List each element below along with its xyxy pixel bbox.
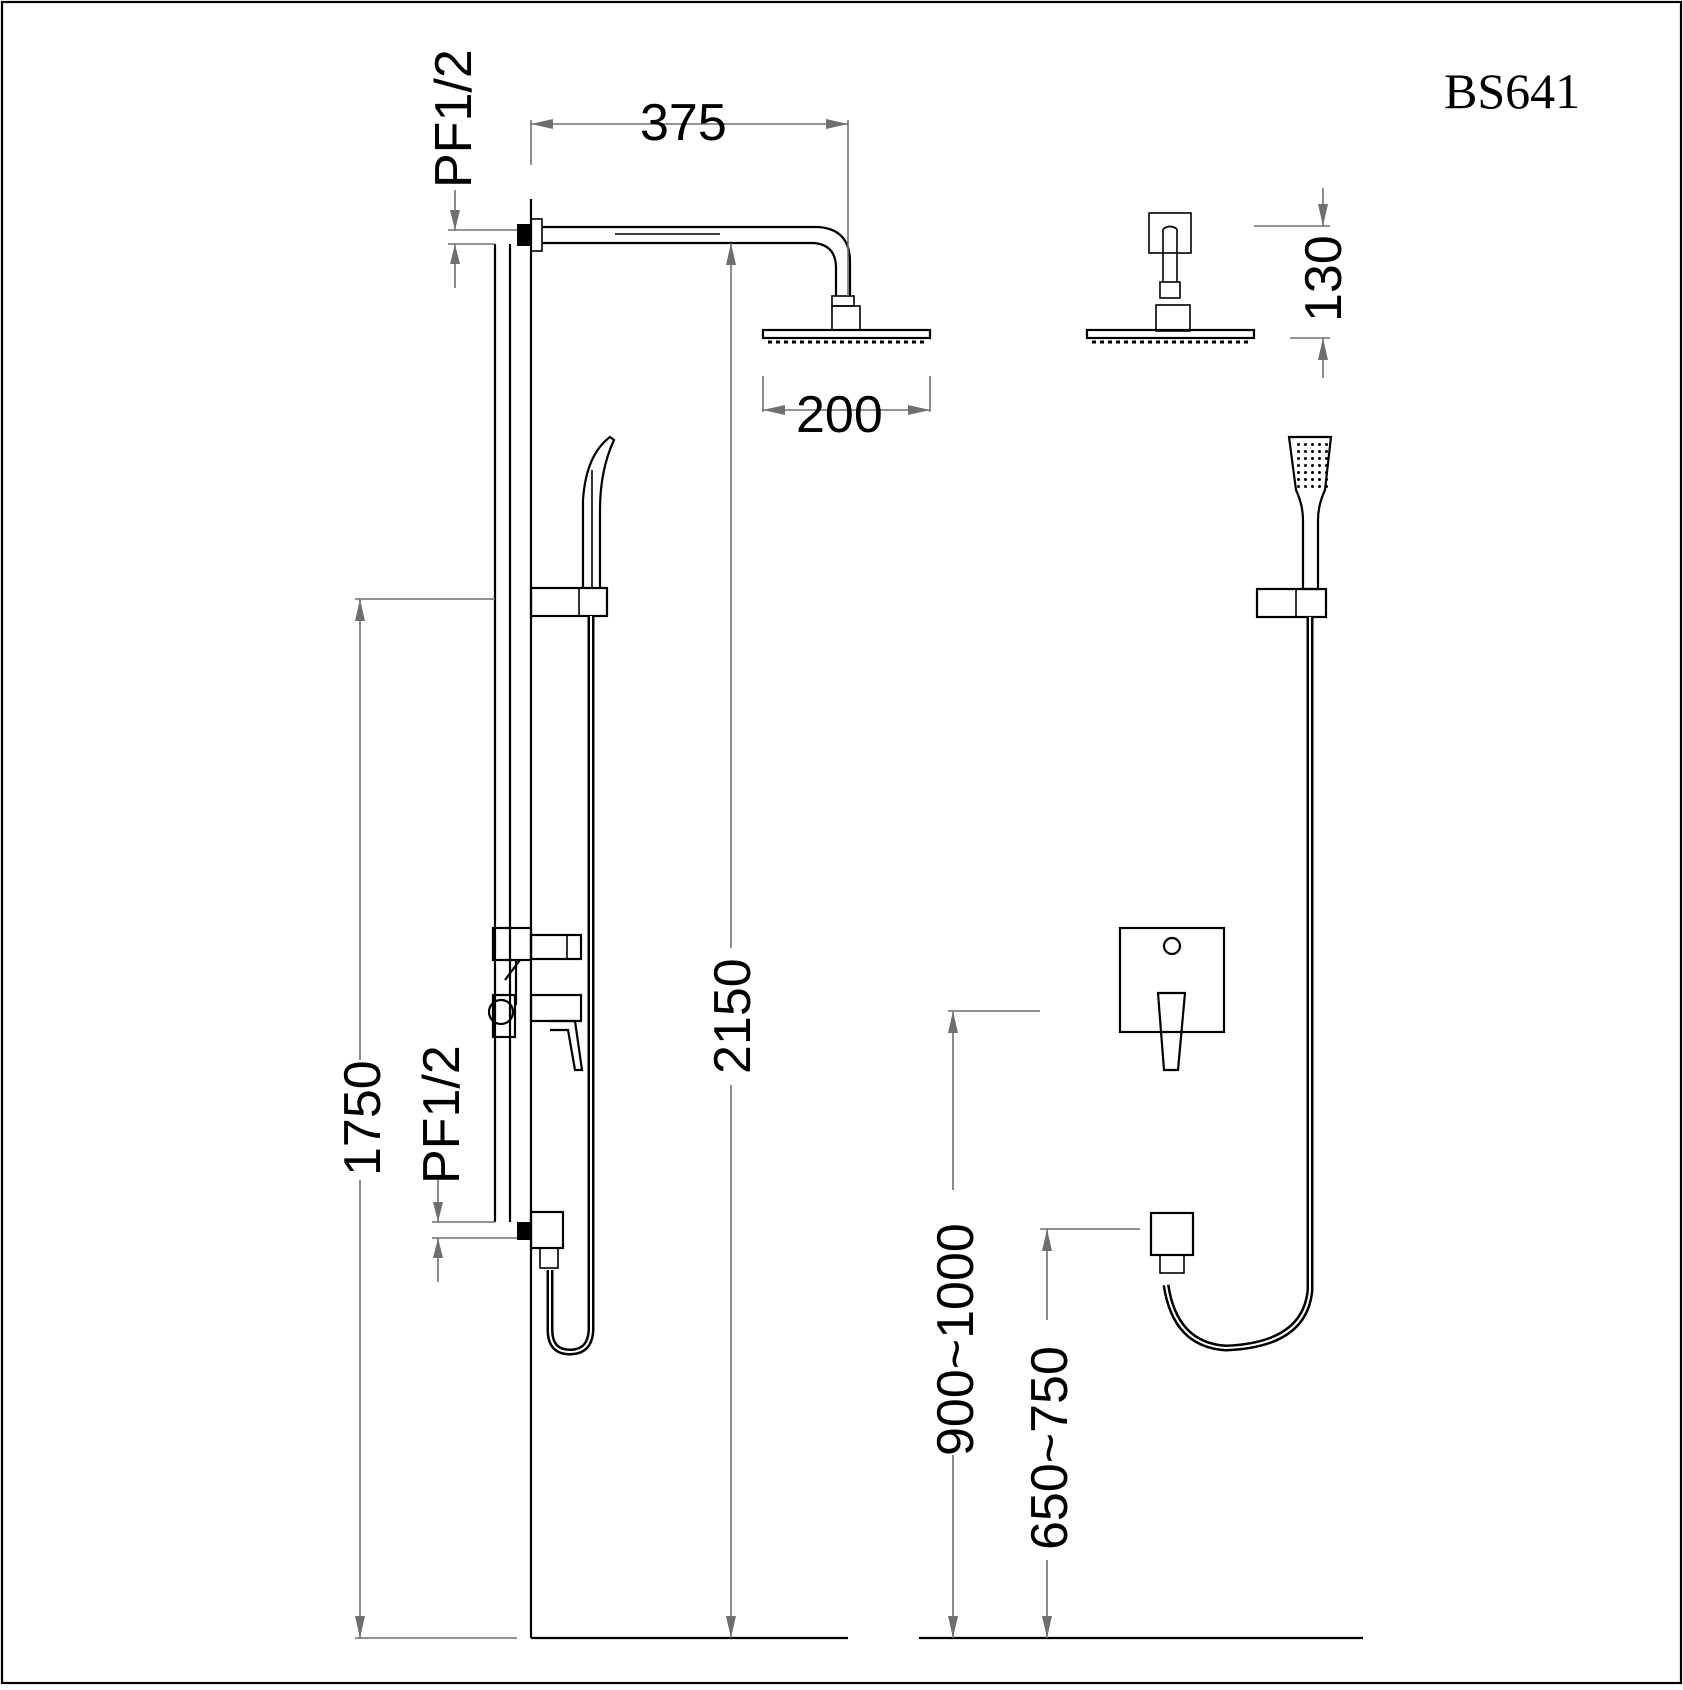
dim-head-drop-label: 130: [1295, 235, 1353, 322]
hose-front: [1162, 617, 1314, 1352]
bottom-outlet-block: [529, 1210, 565, 1250]
dim-inlet-height-label: 1750: [334, 1060, 392, 1176]
top-wall-flange: [517, 224, 531, 246]
dim-mixer-height-label: 900~1000: [927, 1223, 985, 1456]
arm-nut-front: [1159, 281, 1181, 299]
model-label: BS641: [1444, 63, 1580, 119]
dim-inlet-bottom-label: PF1/2: [413, 1045, 471, 1184]
wall-flange-front: [1148, 212, 1192, 254]
mixer-body-upper: [491, 926, 533, 962]
shower-arm-top: [542, 225, 852, 296]
diverter-knob: [487, 998, 515, 1026]
dim-total-height-label: 2150: [704, 958, 762, 1074]
head-neck: [831, 305, 861, 331]
mixer-lever: [529, 993, 583, 1023]
hand-shower-spray-face: [1293, 440, 1328, 492]
dim-inlet-top-label: PF1/2: [425, 49, 483, 188]
bottom-wall-flange: [517, 1222, 531, 1240]
hose-side: [546, 616, 595, 1356]
rain-head-side: [761, 328, 932, 340]
side-view: [487, 199, 932, 1640]
bottom-hose-nut: [539, 1247, 559, 1269]
mixer-handle: [1156, 991, 1187, 1072]
head-connector: [831, 295, 855, 307]
hand-shower-side: [581, 435, 616, 589]
dim-outlet-height-label: 650~750: [1021, 1346, 1079, 1550]
top-arm-flange: [530, 218, 543, 252]
dim-arm-length-label: 375: [640, 94, 727, 152]
front-view: [919, 212, 1363, 1640]
dim-head-diameter-label: 200: [796, 386, 883, 444]
slide-bracket-front: [1255, 587, 1328, 619]
slide-bracket: [529, 586, 609, 618]
head-neck-front: [1155, 304, 1191, 332]
outlet-nut-front: [1159, 1254, 1185, 1274]
mixer-plate: [1118, 926, 1226, 1034]
diverter-body: [491, 993, 517, 1039]
diverter-button: [1162, 936, 1182, 956]
rain-head-front: [1085, 328, 1256, 340]
wall-outlet-front: [1149, 1211, 1195, 1257]
dimension-lines: [355, 119, 1330, 1639]
shower-arm-bottom: [542, 241, 838, 296]
mixer-spout-upper: [529, 933, 583, 961]
